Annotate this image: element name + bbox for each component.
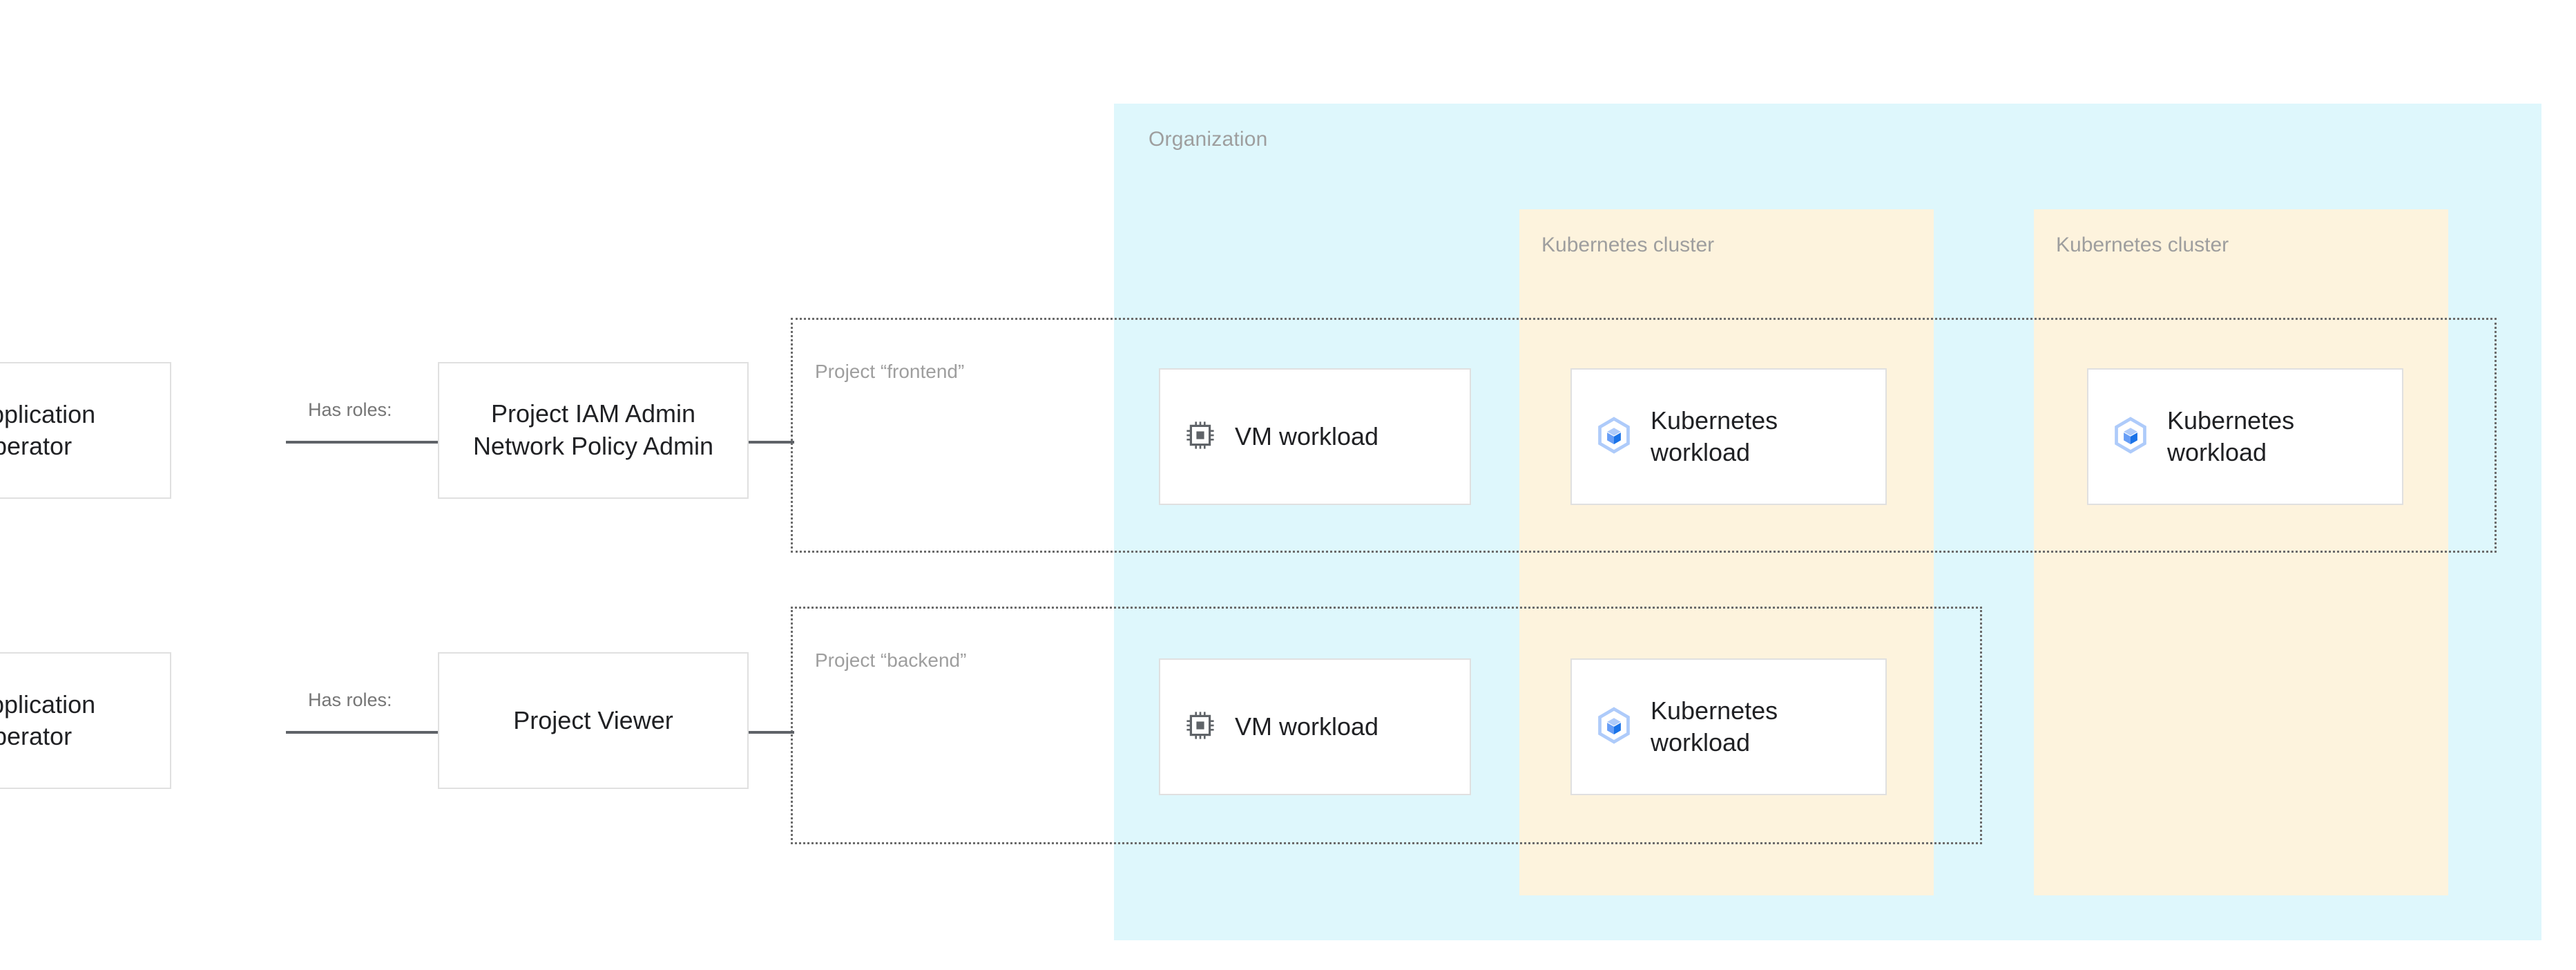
- workload-card-k8s-backend-cluster1[interactable]: Kubernetes workload: [1570, 658, 1887, 795]
- kubernetes-workload-icon: [2112, 416, 2149, 457]
- workload-label-k8s-frontend-cluster2: Kubernetes workload: [2167, 406, 2295, 466]
- kubernetes-workload-icon: [1595, 416, 1633, 457]
- project-backend-label: Project “backend”: [815, 649, 967, 671]
- role-label-top: Project IAM Admin Network Policy Admin: [472, 399, 714, 460]
- connector-role-to-project-top: [746, 441, 794, 444]
- actor-inner-top: Application Operator: [0, 399, 170, 462]
- project-backend-boundary: [791, 607, 1982, 844]
- role-card-project-iam-admin[interactable]: Project IAM Admin Network Policy Admin: [438, 362, 749, 499]
- cpu-chip-icon: [1184, 419, 1217, 455]
- role-card-project-viewer[interactable]: Project Viewer: [438, 652, 749, 789]
- workload-label-k8s-frontend-cluster1: Kubernetes workload: [1651, 406, 1778, 466]
- connector-actor-to-role-bottom: [286, 731, 441, 734]
- kubernetes-cluster-1-label: Kubernetes cluster: [1541, 234, 1715, 256]
- workload-inner-vm-frontend: VM workload: [1160, 419, 1470, 455]
- actor-label-top: Application Operator: [0, 399, 96, 460]
- workload-card-k8s-frontend-cluster2[interactable]: Kubernetes workload: [2087, 368, 2403, 505]
- cpu-chip-icon: [1184, 709, 1217, 745]
- workload-card-vm-frontend[interactable]: VM workload: [1159, 368, 1471, 505]
- kubernetes-workload-icon: [1595, 706, 1633, 748]
- role-label-bottom: Project Viewer: [513, 705, 673, 734]
- project-frontend-label: Project “frontend”: [815, 361, 965, 382]
- workload-inner-vm-backend: VM workload: [1160, 709, 1470, 745]
- connector-actor-to-role-top: [286, 441, 441, 444]
- workload-label-k8s-backend-cluster1: Kubernetes workload: [1651, 696, 1778, 757]
- project-frontend-boundary: [791, 318, 2497, 553]
- workload-inner-k8s-backend-cluster1: Kubernetes workload: [1572, 695, 1885, 759]
- workload-inner-k8s-frontend-cluster1: Kubernetes workload: [1572, 405, 1885, 468]
- organization-label: Organization: [1148, 128, 1268, 151]
- kubernetes-cluster-2-label: Kubernetes cluster: [2056, 234, 2229, 256]
- workload-label-vm-frontend: VM workload: [1235, 421, 1379, 450]
- connector-role-to-project-bottom: [746, 731, 794, 734]
- workload-label-vm-backend: VM workload: [1235, 712, 1379, 741]
- workload-card-vm-backend[interactable]: VM workload: [1159, 658, 1471, 795]
- edge-caption-has-roles-bottom: Has roles:: [304, 690, 396, 711]
- actor-inner-bottom: Application Operator: [0, 689, 170, 752]
- edge-caption-has-roles-top: Has roles:: [304, 399, 396, 421]
- actor-label-bottom: Application Operator: [0, 690, 96, 750]
- workload-card-k8s-frontend-cluster1[interactable]: Kubernetes workload: [1570, 368, 1887, 505]
- workload-inner-k8s-frontend-cluster2: Kubernetes workload: [2088, 405, 2402, 468]
- actor-card-application-operator-bottom[interactable]: Application Operator: [0, 652, 171, 789]
- actor-card-application-operator-top[interactable]: Application Operator: [0, 362, 171, 499]
